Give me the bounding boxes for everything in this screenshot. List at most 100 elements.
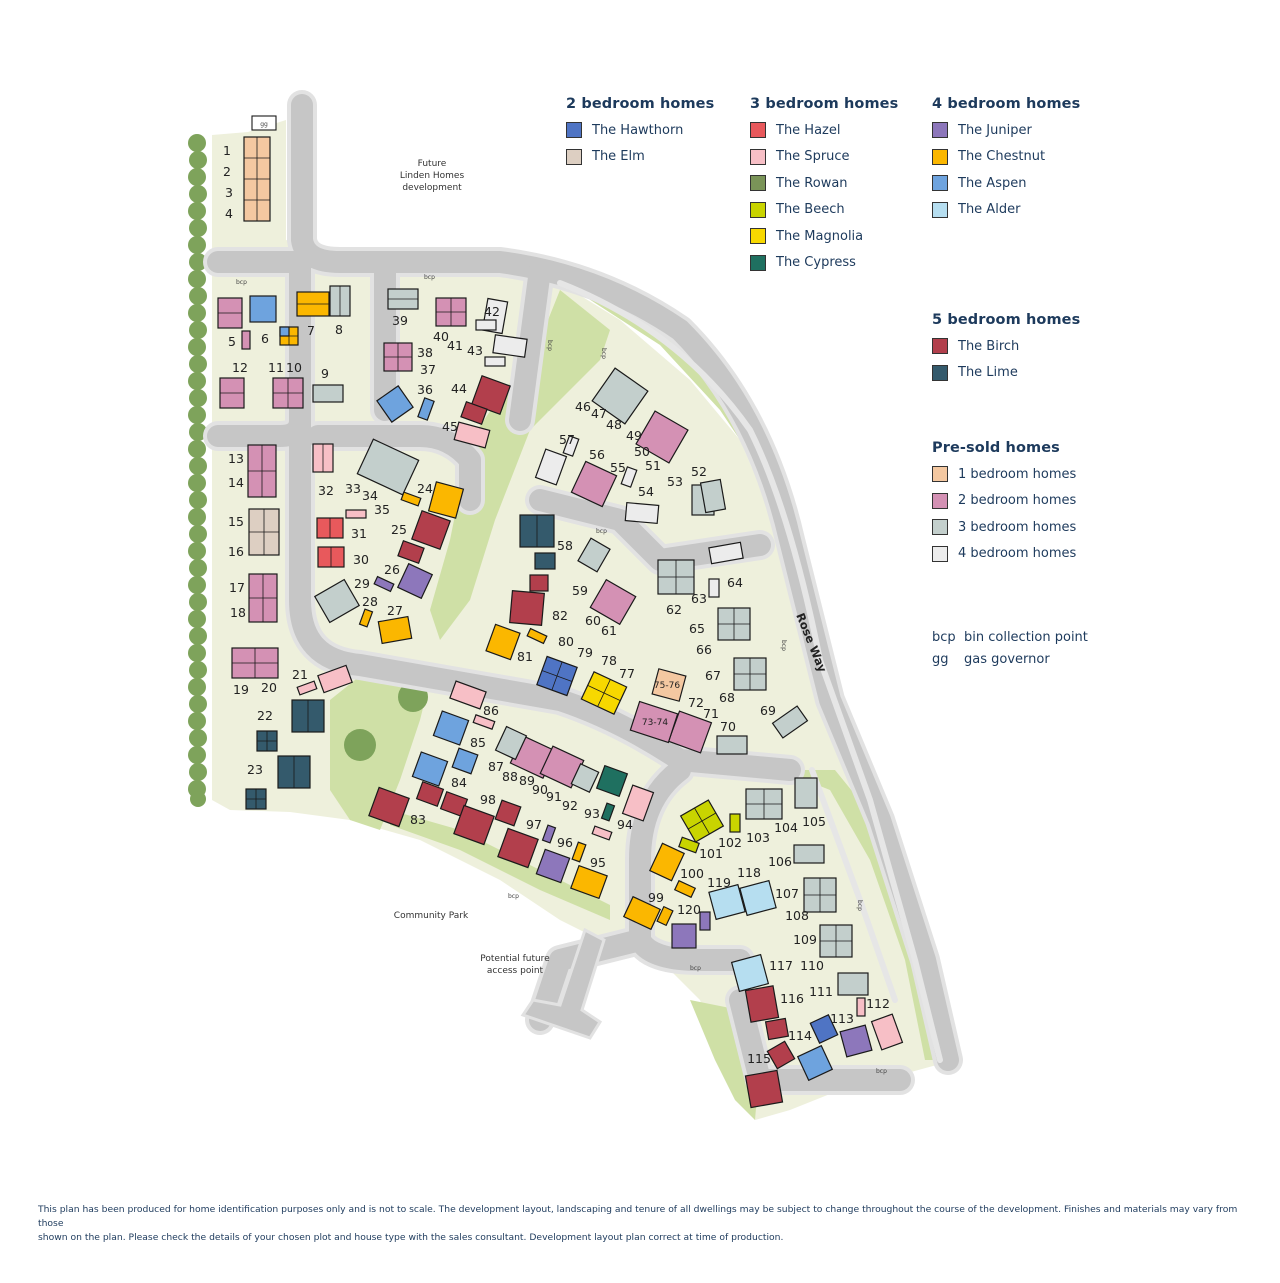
plot-number: 82 (552, 608, 568, 623)
color-swatch (932, 466, 948, 483)
legend-title: 2 bedroom homes (566, 96, 715, 112)
disclaimer-line-2: shown on the plan. Please check the deta… (38, 1232, 784, 1243)
plot-number: 32 (318, 483, 334, 498)
plot-number: 59 (572, 583, 588, 598)
plot-number: 67 (705, 668, 721, 683)
plot-number: 96 (557, 835, 573, 850)
plot-number: 60 (585, 613, 601, 628)
legend-item-aspen: The Aspen (932, 165, 1080, 202)
bcp-labels: bcp bcp bcp bcp bcp bcp bcp bcp bcp bcp (236, 274, 887, 1075)
road-network (203, 90, 963, 1095)
plot-number: 107 (775, 886, 799, 901)
legend-title: 3 bedroom homes (750, 96, 899, 112)
disclaimer-line-1: This plan has been produced for home ide… (38, 1204, 1238, 1229)
color-swatch (932, 122, 948, 139)
plot-number: 84 (451, 775, 467, 790)
plot-number: 89 (519, 773, 535, 788)
svg-text:bcp: bcp (856, 900, 863, 911)
svg-text:access point: access point (487, 966, 544, 976)
legend-item-beech: The Beech (750, 192, 898, 229)
plot-number: 104 (774, 820, 798, 835)
plot-number: 66 (696, 642, 712, 657)
svg-text:bcp: bcp (508, 893, 519, 900)
plot-number: 22 (257, 708, 273, 723)
plot-number: 4 (225, 206, 233, 221)
plot-number: 61 (601, 623, 617, 638)
plot-number: 48 (606, 417, 622, 432)
svg-text:Potential future: Potential future (480, 954, 550, 964)
plot-number: 24 (417, 481, 433, 496)
svg-text:bcp: bcp (236, 279, 247, 286)
legend-5-bedroom: 5 bedroom homes The Birch The Lime (932, 312, 1080, 391)
plot-number: 29 (354, 576, 370, 591)
plot-number: 116 (780, 991, 804, 1006)
plot-number: 71 (703, 706, 719, 721)
plot-number: 37 (420, 362, 436, 377)
plot-number: 119 (707, 875, 731, 890)
future-access-spur (520, 927, 606, 1040)
plot-number: 44 (451, 381, 467, 396)
plot-number: 117 (769, 958, 793, 973)
plot-number: 45 (442, 419, 458, 434)
svg-text:gg: gg (260, 121, 268, 128)
color-swatch (932, 492, 948, 509)
plot-number: 46 (575, 399, 591, 414)
plot-number: 80 (558, 634, 574, 649)
color-swatch (932, 545, 948, 562)
legend-item-spruce: The Spruce (750, 139, 898, 176)
svg-text:Future: Future (418, 159, 447, 169)
plot-number: 110 (800, 958, 824, 973)
plot-number: 49 (626, 428, 642, 443)
color-swatch (750, 175, 766, 192)
plot-number: 101 (699, 846, 723, 861)
plot-number: 118 (737, 865, 761, 880)
plot-number: 20 (261, 680, 277, 695)
plot-number: 83 (410, 812, 426, 827)
plot-number: 41 (447, 338, 463, 353)
plot-number: 100 (680, 866, 704, 881)
plot-number: 54 (638, 484, 654, 499)
plot-number: 16 (228, 544, 244, 559)
plot-number: 87 (488, 759, 504, 774)
color-swatch (750, 201, 766, 218)
plot-number: 1 (223, 143, 231, 158)
plot-number: 42 (484, 304, 500, 319)
plot-number: 13 (228, 451, 244, 466)
plot-number: 7 (307, 323, 315, 338)
plot-number: 9 (321, 366, 329, 381)
tree-line (188, 134, 207, 807)
color-swatch (932, 175, 948, 192)
plot-number: 35 (374, 502, 390, 517)
legend-4-bedroom: 4 bedroom homes The Juniper The Chestnut… (932, 96, 1080, 228)
plot-number: 114 (788, 1028, 812, 1043)
plot-number: 62 (666, 602, 682, 617)
plot-number: 40 (433, 329, 449, 344)
legend-item-elm: The Elm (566, 139, 714, 176)
color-swatch (750, 148, 766, 165)
plot-number: 88 (502, 769, 518, 784)
plot-number: 14 (228, 475, 244, 490)
legend-item-hazel: The Hazel (750, 112, 898, 149)
plot-number: 2 (223, 164, 231, 179)
svg-text:bcp: bcp (546, 340, 553, 351)
disclaimer: This plan has been produced for home ide… (38, 1203, 1238, 1245)
legend-item-chestnut: The Chestnut (932, 139, 1080, 176)
legend-pre-sold: Pre-sold homes 1 bedroom homes 2 bedroom… (932, 440, 1076, 572)
plot-number: 93 (584, 806, 600, 821)
plot-number: 57 (559, 432, 575, 447)
plot-number: 6 (261, 331, 269, 346)
color-swatch (750, 254, 766, 271)
plot-number: 28 (362, 594, 378, 609)
plot-number: 10 (286, 360, 302, 375)
plot-number: 112 (866, 996, 890, 1011)
plot-number: 72 (688, 695, 704, 710)
legend-title: 4 bedroom homes (932, 96, 1081, 112)
plot-number: 95 (590, 855, 606, 870)
plot-number: 79 (577, 645, 593, 660)
plot-number: 38 (417, 345, 433, 360)
legend-item-presold-4bed: 4 bedroom homes (932, 536, 1076, 573)
plot-number: 56 (589, 447, 605, 462)
plot-number: 17 (229, 580, 245, 595)
